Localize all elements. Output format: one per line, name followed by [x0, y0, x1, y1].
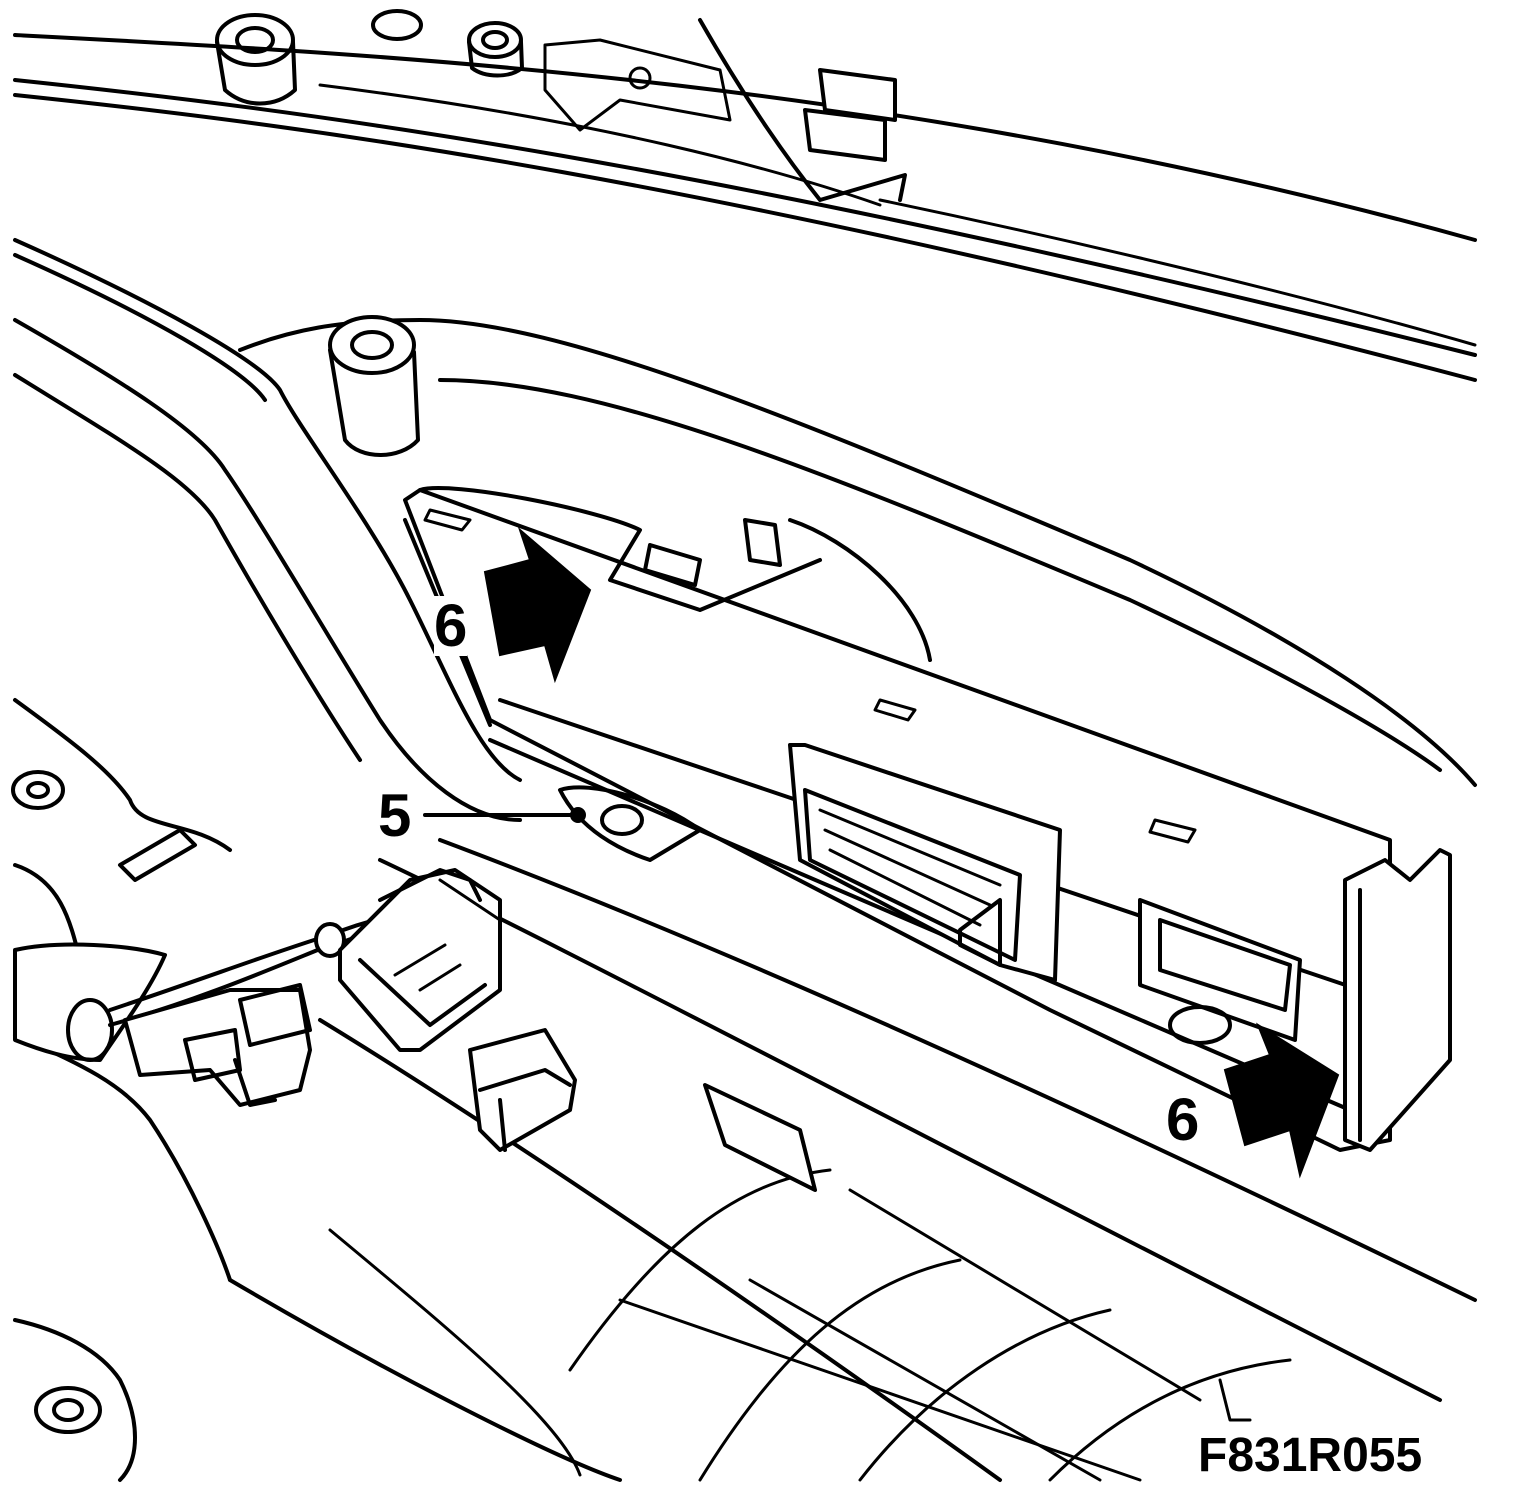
mount-cylinder: [328, 315, 420, 457]
overhead-trim-strip: [13, 33, 1477, 382]
module-end-connector: [1138, 848, 1452, 1152]
harness-connector-small: [123, 983, 312, 1107]
module-connector-socket: [788, 743, 1062, 982]
figure-code: F831R055: [1198, 1429, 1423, 1482]
retaining-clips: [698, 18, 907, 202]
trim-mount-bosses: [215, 9, 652, 106]
callout-part-5: 5: [378, 782, 412, 849]
harness-connector-large: [338, 868, 502, 1052]
arrow-6-lower: [1223, 1022, 1340, 1179]
arrow-6-upper: [483, 526, 592, 684]
loose-clip: [468, 1028, 817, 1192]
left-trim-panel: [11, 698, 232, 1482]
callout-arrow-6-lower: 6: [1166, 1086, 1200, 1153]
callout-arrow-6-upper: 6: [434, 592, 468, 659]
module-mounting-hole: [423, 785, 702, 862]
